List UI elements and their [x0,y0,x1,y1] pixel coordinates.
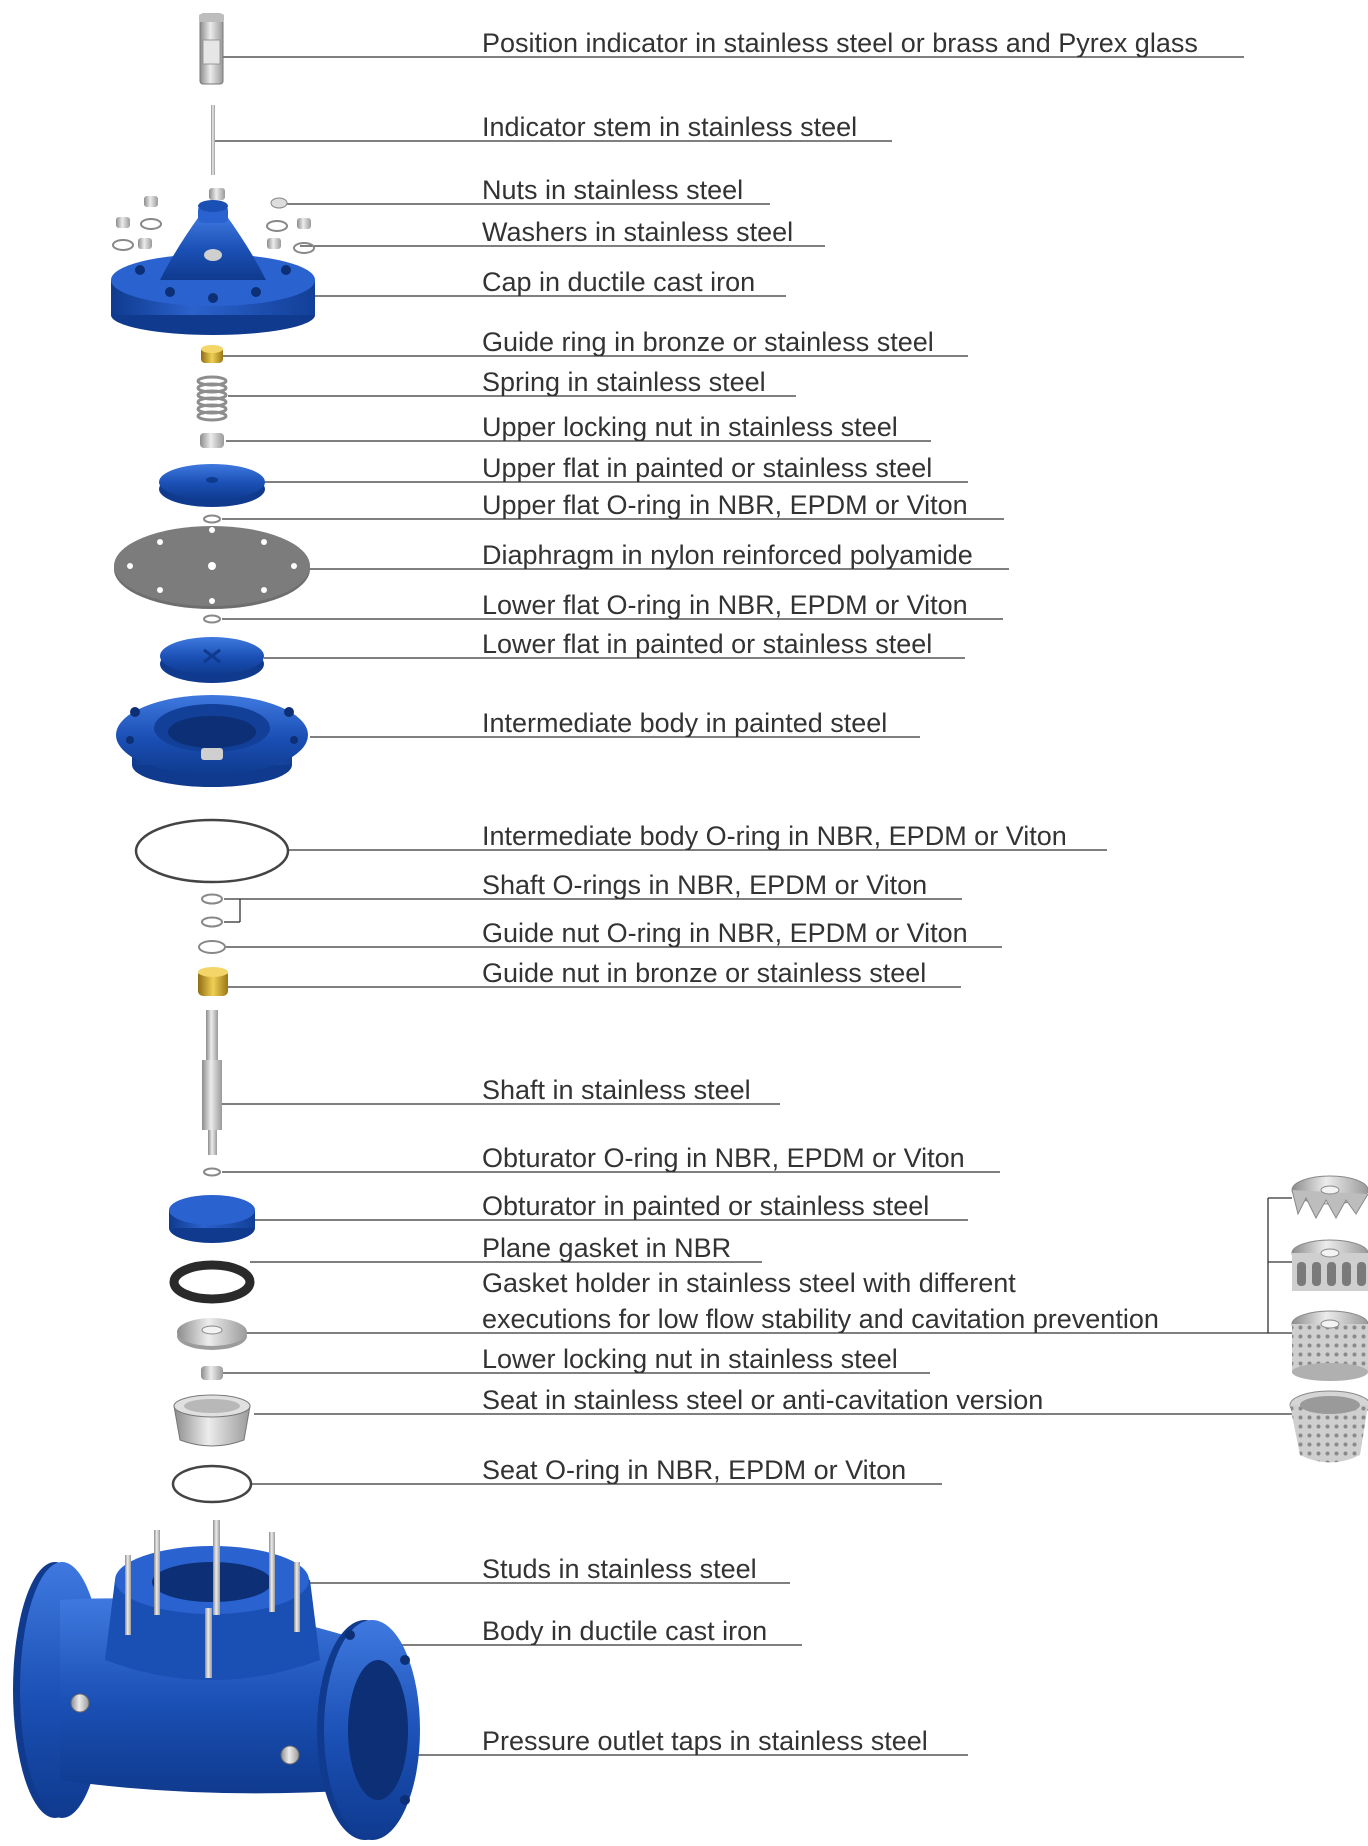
label-indicator-stem: Indicator stem in stainless steel [482,112,858,142]
label-guide-nut: Guide nut in bronze or stainless steel [482,958,927,988]
label-intermediate-body: Intermediate body in painted steel [482,708,888,738]
intermediate-body-part [116,695,308,787]
label-guide-nut-oring: Guide nut O-ring in NBR, EPDM or Viton [482,918,968,948]
leader-lines [212,56,1298,1756]
shaft-orings-part [201,893,223,928]
lower-flat-part [160,637,264,683]
guide-ring-part [201,345,223,363]
diaphragm-part [114,526,310,609]
lower-locking-nut-part [201,1366,223,1380]
upper-flat-part [159,464,265,507]
label-lower-flat: Lower flat in painted or stainless steel [482,629,933,659]
label-obturator: Obturator in painted or stainless steel [482,1191,930,1221]
obturator-oring-part [203,1167,221,1177]
seat-anti-cavitation-variant [1289,1390,1368,1463]
label-position-indicator: Position indicator in stainless steel or… [482,28,1198,58]
label-pressure-taps: Pressure outlet taps in stainless steel [482,1726,928,1756]
label-lower-flat-oring: Lower flat O-ring in NBR, EPDM or Viton [482,590,968,620]
label-shaft: Shaft in stainless steel [482,1075,751,1105]
upper-flat-oring-part [203,514,221,524]
label-studs: Studs in stainless steel [482,1554,757,1584]
cap-assembly-part [111,188,315,335]
label-gasket-holder-line2: executions for low flow stability and ca… [482,1304,1159,1334]
label-plane-gasket: Plane gasket in NBR [482,1233,732,1263]
gasket-holder-part [177,1318,247,1350]
upper-locking-nut-part [200,433,224,448]
lower-flat-oring-part [203,614,221,624]
obturator-part [169,1195,255,1243]
label-upper-flat: Upper flat in painted or stainless steel [482,453,933,483]
indicator-stem-part [211,105,215,175]
gasket-holder-variant-crown [1291,1175,1368,1220]
shaft-part [202,1010,222,1155]
label-intermediate-body-oring: Intermediate body O-ring in NBR, EPDM or… [482,821,1067,851]
label-shaft-orings: Shaft O-rings in NBR, EPDM or Viton [482,870,928,900]
seat-part [173,1394,251,1447]
label-upper-locking-nut: Upper locking nut in stainless steel [482,412,898,442]
label-seat: Seat in stainless steel or anti-cavitati… [482,1385,1044,1415]
label-gasket-holder-line1: Gasket holder in stainless steel with di… [482,1268,1016,1298]
gasket-holder-variant-windows [1291,1239,1368,1291]
label-obturator-oring: Obturator O-ring in NBR, EPDM or Viton [482,1143,965,1173]
intermediate-body-oring-part [134,818,290,884]
label-nuts: Nuts in stainless steel [482,175,744,205]
label-upper-flat-oring: Upper flat O-ring in NBR, EPDM or Viton [482,490,968,520]
label-diaphragm: Diaphragm in nylon reinforced polyamide [482,540,973,570]
valve-body-part [13,1520,420,1840]
gasket-holder-variant-perforated [1291,1310,1368,1381]
label-cap: Cap in ductile cast iron [482,267,756,297]
label-seat-oring: Seat O-ring in NBR, EPDM or Viton [482,1455,907,1485]
seat-oring-part [171,1464,253,1504]
label-body: Body in ductile cast iron [482,1616,768,1646]
label-washers: Washers in stainless steel [482,217,794,247]
label-lower-locking-nut: Lower locking nut in stainless steel [482,1344,898,1374]
label-spring: Spring in stainless steel [482,367,766,397]
guide-nut-oring-part [198,940,226,954]
label-guide-ring: Guide ring in bronze or stainless steel [482,327,934,357]
guide-nut-part [198,967,228,996]
plane-gasket-part [169,1260,255,1304]
position-indicator-part [199,13,224,85]
spring-part [196,375,228,422]
